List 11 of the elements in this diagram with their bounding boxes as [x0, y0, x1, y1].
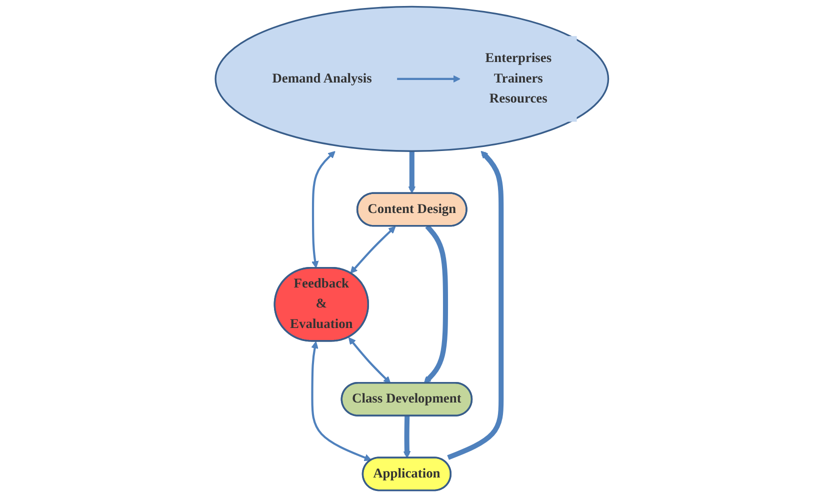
arrow: [310, 341, 372, 462]
arrow: [402, 416, 410, 458]
node-text: Demand Analysis: [272, 71, 372, 86]
arrow: [396, 75, 460, 83]
arrow: [311, 151, 335, 268]
arrow: [446, 150, 504, 460]
arrow: [348, 337, 390, 384]
arrow: [423, 224, 448, 384]
cluster: [214, 6, 609, 152]
arrow: [350, 226, 396, 274]
arrow: [408, 151, 416, 194]
